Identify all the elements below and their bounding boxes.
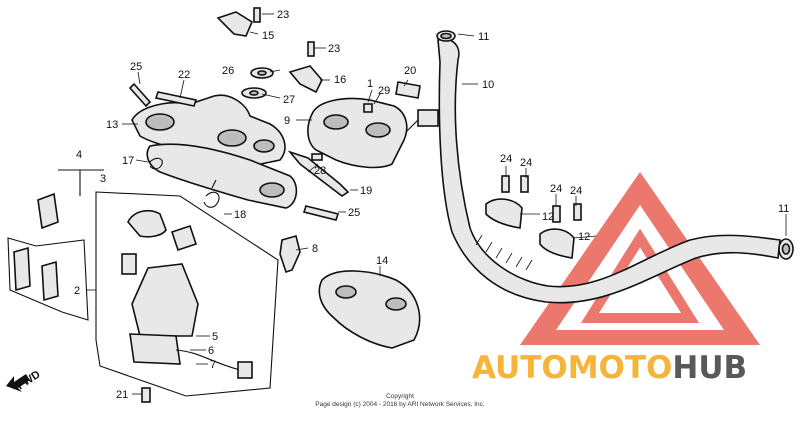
meter-connector — [417, 109, 439, 127]
copyright-line-2: Page design (c) 2004 - 2016 by ARI Netwo… — [315, 401, 485, 408]
callout-4: 4 — [76, 149, 82, 161]
top-bridge-hole-left — [145, 113, 175, 131]
callout-24d: 24 — [570, 185, 582, 197]
callout-13: 13 — [106, 119, 118, 131]
watermark-part-2: HUB — [672, 350, 747, 386]
ignition-wire — [175, 349, 241, 371]
assembly-outline — [95, 191, 279, 397]
top-bridge-hole-right — [253, 139, 275, 153]
callout-11a: 11 — [478, 31, 489, 43]
callout-14: 14 — [376, 255, 388, 267]
handlebar — [437, 38, 781, 304]
callout-7: 7 — [210, 359, 216, 371]
copyright-line-1: Copyright — [386, 393, 414, 400]
switch-left-b — [41, 260, 59, 302]
ignition-base — [129, 333, 181, 365]
key-cylinder — [170, 224, 198, 252]
clamp-15 — [216, 11, 254, 37]
bolt-25-lower — [302, 205, 340, 221]
bolt-23-lower — [307, 41, 315, 57]
callout-8: 8 — [312, 243, 318, 255]
clip-17 — [149, 157, 163, 170]
callout-23a: 23 — [277, 9, 289, 21]
clip-18 — [203, 191, 220, 208]
callout-20: 20 — [404, 65, 416, 77]
label-20 — [395, 81, 421, 99]
callout-19: 19 — [360, 185, 372, 197]
watermark-part-1: AUTOMOTO — [472, 350, 672, 386]
ignition-cover — [127, 209, 167, 238]
handlebar-holder-left — [485, 198, 523, 229]
callout-24a: 24 — [500, 153, 512, 165]
holder-bolts — [501, 175, 582, 223]
bracket-28 — [287, 150, 350, 197]
callout-11b: 11 — [778, 203, 789, 215]
callout-28: 28 — [314, 165, 326, 177]
callout-9: 9 — [284, 115, 290, 127]
callout-5: 5 — [212, 331, 218, 343]
handlebar-holder-right — [539, 228, 575, 259]
callout-23b: 23 — [328, 43, 340, 55]
callout-2: 2 — [74, 285, 80, 297]
handlebar-end-cap-top — [436, 30, 456, 42]
ignition-connector — [237, 361, 253, 379]
nut-29 — [363, 103, 373, 113]
callout-12b: 12 — [578, 231, 590, 243]
callout-25b: 25 — [348, 207, 360, 219]
switch-left-a — [13, 246, 31, 292]
cylinder-plug — [121, 253, 137, 275]
callout-29: 29 — [378, 85, 390, 97]
fwd-label: FWD — [15, 369, 43, 393]
bolt-25-upper — [128, 82, 152, 108]
ignition-body — [131, 263, 199, 337]
clamp-16 — [288, 65, 323, 94]
callout-27: 27 — [283, 94, 295, 106]
bolt-28 — [311, 153, 323, 161]
callout-3: 3 — [100, 173, 106, 185]
bolt-22 — [154, 91, 198, 107]
callout-25a: 25 — [130, 61, 142, 73]
callout-24b: 24 — [520, 157, 532, 169]
top-bridge-hole-center — [217, 129, 247, 147]
bolt-23-upper — [253, 7, 261, 23]
callout-6: 6 — [208, 345, 214, 357]
fwd-arrow-icon — [6, 374, 30, 392]
callout-15: 15 — [262, 30, 274, 42]
callout-numbers: 23 15 23 16 26 27 25 22 13 1 29 20 9 11 … — [74, 9, 789, 401]
switch-4 — [37, 192, 59, 230]
callout-18: 18 — [234, 209, 246, 221]
callout-16: 16 — [334, 74, 346, 86]
callout-17: 17 — [122, 155, 134, 167]
callout-26: 26 — [222, 65, 234, 77]
callout-21: 21 — [116, 389, 128, 401]
callout-10: 10 — [482, 79, 494, 91]
callout-22: 22 — [178, 69, 190, 81]
lower-bracket-hole — [259, 182, 285, 198]
leader-lines — [86, 13, 787, 395]
cover-14 — [318, 270, 421, 349]
callout-24c: 24 — [550, 183, 562, 195]
watermark-text: AUTOMOTOHUB — [472, 350, 747, 386]
bolt-21 — [141, 387, 151, 403]
callout-1: 1 — [367, 78, 373, 90]
key-8 — [279, 235, 301, 274]
callout-12a: 12 — [542, 211, 554, 223]
handlebar-end-cap-right — [778, 238, 794, 260]
